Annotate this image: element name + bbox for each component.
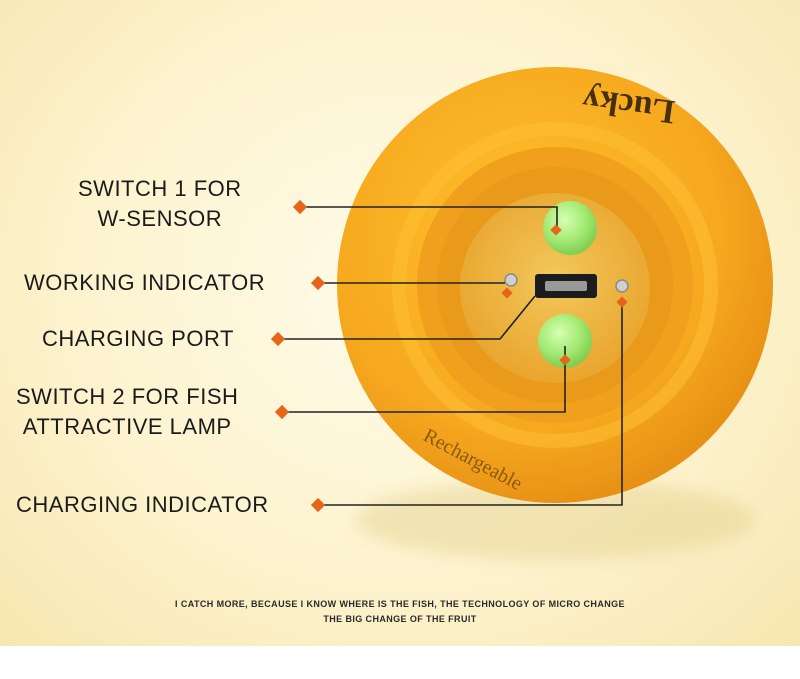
device-shadow [355, 480, 755, 560]
marker-switch-1-end [550, 224, 562, 236]
device-diagram: Lucky Rechargeable [270, 67, 773, 560]
marker-switch-2 [274, 404, 290, 420]
label-switch-2-line-2: ATTRACTIVE LAMP [22, 414, 232, 439]
label-switch-1-line-1: SWITCH 1 FOR [78, 176, 242, 201]
working-indicator-led [504, 273, 518, 287]
charging-port-contacts [545, 281, 587, 291]
label-charging-port: CHARGING PORT [42, 326, 234, 351]
leader-charging-indicator [318, 303, 623, 506]
switch-2-button [538, 314, 592, 368]
marker-charging-port [270, 331, 286, 347]
caption-line-1: I CATCH MORE, BECAUSE I KNOW WHERE IS TH… [175, 599, 625, 609]
marker-switch-2-end [559, 354, 571, 366]
label-switch-2-line-1: SWITCH 2 FOR FISH [16, 384, 239, 409]
label-switch-2: SWITCH 2 FOR FISH ATTRACTIVE LAMP [16, 382, 238, 442]
marker-working-end [501, 287, 513, 299]
label-working-indicator: WORKING INDICATOR [24, 270, 266, 295]
caption-line-2: THE BIG CHANGE OF THE FRUIT [323, 614, 477, 624]
marker-charging-indicator [310, 497, 326, 513]
leader-lines [278, 206, 623, 506]
charging-indicator-led [615, 279, 629, 293]
label-charging-indicator: CHARGING INDICATOR [16, 492, 269, 517]
marker-charging-end [616, 296, 628, 308]
marker-switch-1 [292, 199, 308, 215]
device-rim [392, 122, 718, 448]
switch-1-button [543, 201, 597, 255]
product-illustration: Lucky Rechargeable SWITCH 1 FOR W-SENSOR… [0, 0, 800, 646]
marker-working-indicator [310, 275, 326, 291]
leader-switch-2 [282, 346, 566, 413]
leader-charging-port [278, 295, 536, 340]
label-switch-1: SWITCH 1 FOR W-SENSOR [78, 174, 242, 234]
label-switch-1-line-2: W-SENSOR [97, 206, 223, 231]
callout-markers [270, 199, 628, 513]
leader-switch-1 [300, 206, 558, 228]
